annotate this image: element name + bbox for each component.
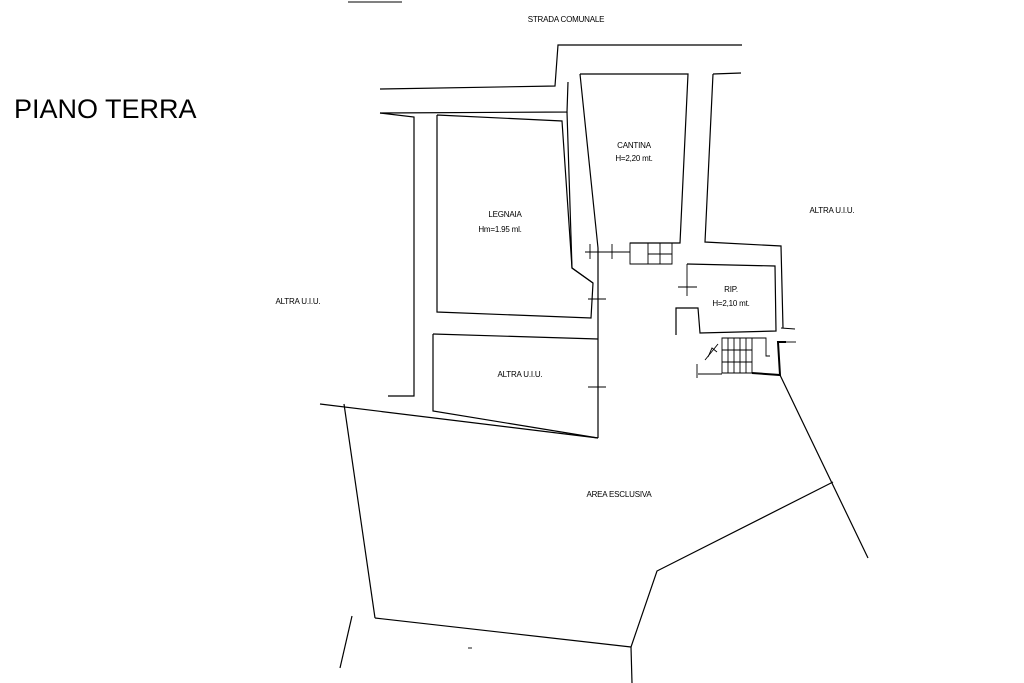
legnaia-height: Hm=1.95 ml. — [478, 225, 521, 234]
ripostiglio-room — [676, 264, 795, 335]
legnaia-name: LEGNAIA — [488, 210, 522, 219]
right-neighbor-label: ALTRA U.I.U. — [809, 206, 854, 215]
center-neighbor-label: ALTRA U.I.U. — [497, 370, 542, 379]
cantina-name: CANTINA — [617, 141, 652, 150]
grid-element — [630, 243, 672, 264]
left-neighbor-label: ALTRA U.I.U. — [275, 297, 320, 306]
center-neighbor-block — [433, 334, 598, 438]
cantina-height: H=2,20 mt. — [615, 154, 652, 163]
exclusive-area-label: AREA ESCLUSIVA — [586, 490, 652, 499]
stairs — [697, 338, 796, 378]
legnaia-room — [380, 113, 593, 396]
exclusive-area-boundary — [320, 375, 868, 683]
cantina-room — [567, 74, 783, 328]
street-label: STRADA COMUNALE — [528, 15, 605, 24]
rip-name: RIP. — [724, 285, 738, 294]
corridor-wall — [588, 248, 606, 438]
rip-height: H=2,10 mt. — [712, 299, 749, 308]
plan-title: PIANO TERRA — [14, 94, 197, 124]
